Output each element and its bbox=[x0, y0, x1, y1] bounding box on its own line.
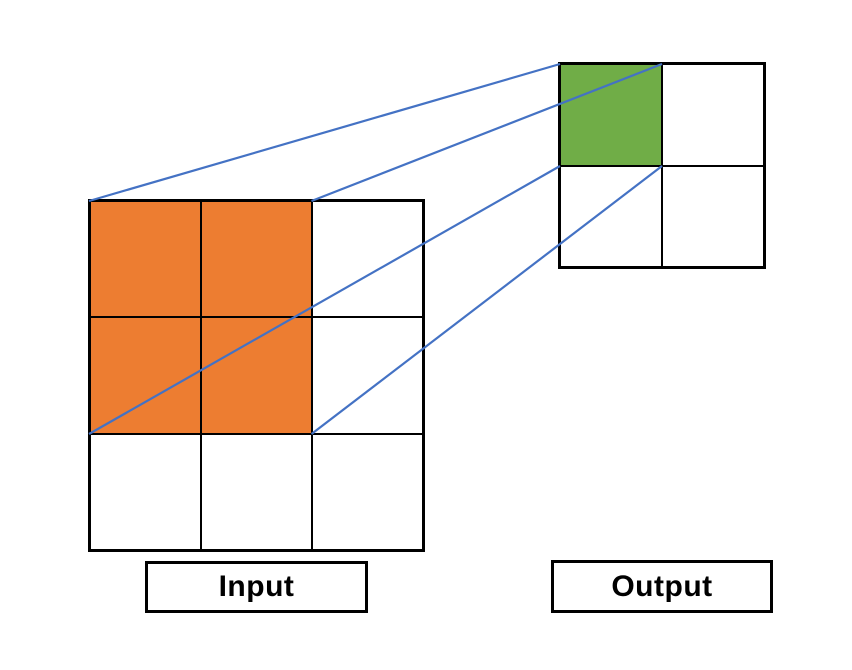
input-grid-cell-r0c2 bbox=[312, 201, 423, 318]
input-label: Input bbox=[218, 570, 295, 603]
output-grid-cell-r1c0 bbox=[560, 165, 662, 267]
input-grid-cell-r2c2 bbox=[312, 433, 423, 550]
output-grid-cell-r1c1 bbox=[662, 165, 764, 267]
output-grid bbox=[558, 62, 766, 269]
output-grid-cell-r0c0 bbox=[560, 64, 662, 166]
input-label-box: Input bbox=[145, 561, 368, 613]
output-label: Output bbox=[611, 569, 713, 603]
connector-line-top-left bbox=[88, 62, 561, 203]
input-grid-cell-r0c0 bbox=[90, 201, 201, 318]
input-grid-cell-r2c0 bbox=[90, 433, 201, 550]
input-grid bbox=[88, 199, 425, 552]
input-grid-cell-r1c1 bbox=[201, 317, 312, 434]
input-grid-cell-r2c1 bbox=[201, 433, 312, 550]
input-grid-cell-r1c0 bbox=[90, 317, 201, 434]
input-grid-cell-r1c2 bbox=[312, 317, 423, 434]
output-label-box: Output bbox=[551, 560, 773, 613]
input-grid-cell-r0c1 bbox=[201, 201, 312, 318]
output-grid-cell-r0c1 bbox=[662, 64, 764, 166]
